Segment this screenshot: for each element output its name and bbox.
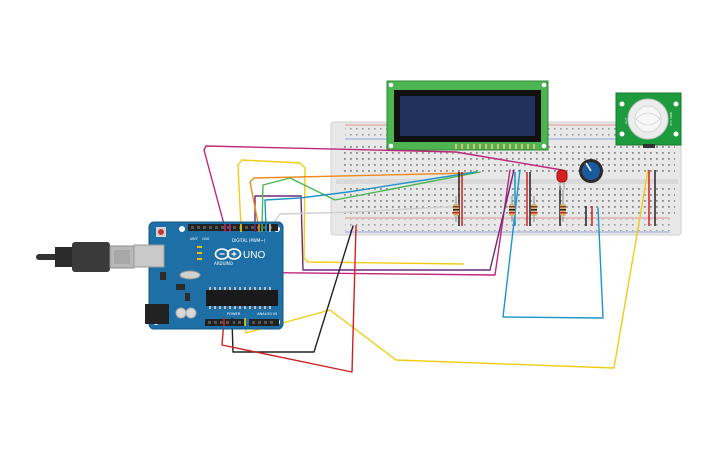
atmega-chip xyxy=(206,290,278,306)
wire-yellow-bottom xyxy=(244,169,649,369)
pir-sensor: OUT VCC GND xyxy=(615,92,682,148)
arduino-uno-board: AREF GND DIGITAL (PWM~) UNO ARDUINO xyxy=(133,221,284,330)
arduino-logo xyxy=(214,248,242,260)
power-header-label: POWER xyxy=(227,312,241,316)
resistors xyxy=(453,190,566,222)
dc-jack xyxy=(145,304,169,324)
wire-white xyxy=(269,205,461,229)
pir-label-left: OUT xyxy=(624,117,628,124)
red-led xyxy=(556,169,568,190)
resistor-2 xyxy=(509,196,515,222)
capacitor-1 xyxy=(175,307,187,319)
resistor-4 xyxy=(560,190,566,222)
resistor-1 xyxy=(453,196,459,222)
capacitor-2 xyxy=(185,307,197,319)
breadboard-bottom-rail xyxy=(345,219,670,231)
gnd-label: GND xyxy=(202,237,210,241)
lcd-pins xyxy=(455,144,535,149)
wire-magenta-lcd xyxy=(203,145,563,229)
analog-header-label: ANALOG IN xyxy=(257,312,277,316)
uno-logo-text: UNO xyxy=(243,250,265,261)
wire-green xyxy=(261,171,481,229)
potentiometer xyxy=(579,159,603,183)
wire-purple xyxy=(254,169,515,271)
wire-cyan xyxy=(264,171,477,229)
digital-header-label: DIGITAL (PWM~) xyxy=(232,238,266,243)
lcd-display xyxy=(386,80,549,151)
power-header xyxy=(205,319,245,326)
resistor-3 xyxy=(531,196,537,222)
wire-black xyxy=(231,225,354,353)
wire-orange xyxy=(249,172,473,229)
wire-red xyxy=(221,225,357,373)
aref-label: AREF xyxy=(190,237,198,241)
wire-yellow-top xyxy=(237,159,464,265)
wire-blue-loop xyxy=(502,169,604,319)
header-wire-stubs xyxy=(223,224,271,326)
pir-label-right: VCC GND xyxy=(669,111,673,126)
arduino-brand-text: ARDUINO xyxy=(214,261,233,266)
wires xyxy=(203,145,649,373)
crystal xyxy=(179,270,201,280)
board-usb-port xyxy=(133,244,165,268)
usb-cable xyxy=(36,242,135,272)
lcd-screen xyxy=(400,96,535,136)
